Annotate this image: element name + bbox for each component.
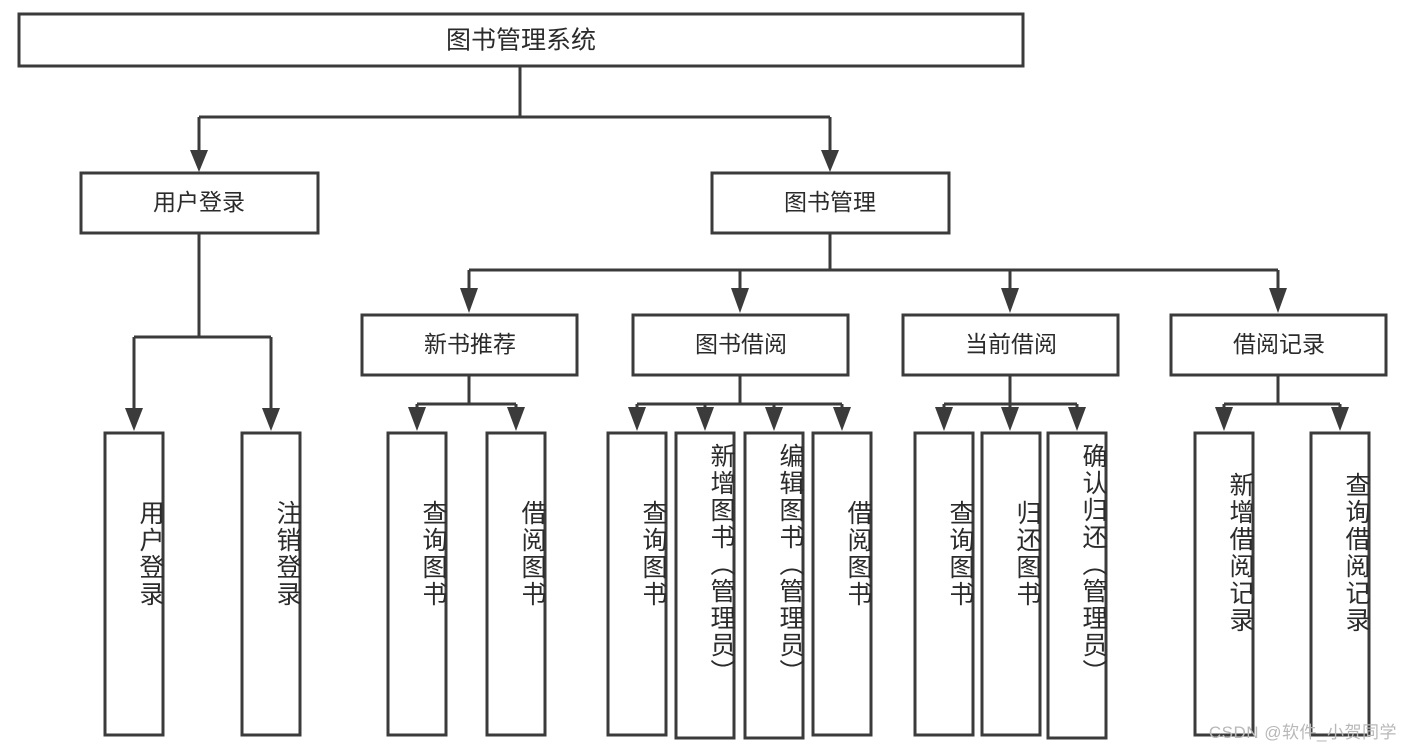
- leaf-box-query-book-3[interactable]: [913, 431, 975, 737]
- arrowhead-to-user-login: [190, 150, 208, 172]
- node-book-manage-label: 图书管理: [784, 189, 876, 215]
- leaf-box-return-book[interactable]: [980, 431, 1042, 737]
- connector-current-borrow-to-leaves: [935, 376, 1086, 431]
- node-book-manage[interactable]: 图书管理: [710, 171, 951, 235]
- arrowhead-leaf-confirm-return: [1068, 407, 1086, 431]
- node-user-login-label: 用户登录: [153, 189, 245, 215]
- connector-new-book-to-leaves: [408, 376, 525, 431]
- node-book-borrow-box: [631, 313, 850, 377]
- node-book-borrow[interactable]: 图书借阅: [631, 313, 850, 377]
- arrowhead-leaf-query-record: [1331, 407, 1349, 431]
- connector-user-login-to-leaves: [125, 234, 280, 431]
- arrowhead-to-current-borrow: [1001, 288, 1019, 313]
- arrowhead-leaf-user-login: [125, 408, 143, 431]
- arrowhead-leaf-borrow-book-2: [833, 407, 851, 431]
- arrowhead-to-new-book: [460, 288, 478, 313]
- connector-book-manage-to-level3: [460, 234, 1287, 313]
- node-borrow-record-label: 借阅记录: [1233, 331, 1325, 357]
- arrowhead-leaf-add-record: [1215, 407, 1233, 431]
- node-book-manage-box: [710, 171, 951, 235]
- node-new-book-recommend-box: [360, 313, 579, 377]
- connector-root-to-level2: [190, 66, 839, 172]
- leaf-box-user-login[interactable]: [103, 431, 165, 737]
- node-root-system-label: 图书管理系统: [446, 27, 596, 55]
- arrowhead-leaf-add-book: [696, 407, 714, 431]
- node-current-borrow-box: [901, 313, 1120, 377]
- node-user-login[interactable]: 用户登录: [79, 171, 320, 235]
- node-root-system-box: [17, 12, 1025, 68]
- node-borrow-record[interactable]: 借阅记录: [1169, 313, 1388, 377]
- node-new-book-recommend-label: 新书推荐: [424, 331, 516, 357]
- leaf-box-logout[interactable]: [240, 431, 302, 737]
- leaf-box-query-book-1[interactable]: [386, 431, 448, 737]
- node-user-login-box: [79, 171, 320, 235]
- arrowhead-to-book-manage: [821, 150, 839, 172]
- leaf-box-query-book-2[interactable]: [606, 431, 668, 737]
- arrowhead-to-borrow-record: [1269, 288, 1287, 313]
- leaf-box-borrow-book-1[interactable]: [485, 431, 547, 737]
- leaf-box-borrow-book-2[interactable]: [811, 431, 873, 737]
- node-current-borrow[interactable]: 当前借阅: [901, 313, 1120, 377]
- node-current-borrow-label: 当前借阅: [965, 331, 1057, 357]
- node-book-borrow-label: 图书借阅: [695, 331, 787, 357]
- node-new-book-recommend[interactable]: 新书推荐: [360, 313, 579, 377]
- arrowhead-leaf-logout: [262, 408, 280, 431]
- arrowhead-leaf-query-book-3: [935, 407, 953, 431]
- leaf-box-add-record[interactable]: [1193, 431, 1255, 737]
- connector-borrow-record-to-leaves: [1215, 376, 1349, 431]
- node-root-system[interactable]: 图书管理系统: [17, 12, 1025, 68]
- arrowhead-leaf-borrow-book-1: [507, 407, 525, 431]
- arrowhead-leaf-query-book-2: [628, 407, 646, 431]
- arrowhead-leaf-query-book-1: [408, 407, 426, 431]
- node-borrow-record-box: [1169, 313, 1388, 377]
- arrowhead-leaf-edit-book: [765, 407, 783, 431]
- arrowhead-to-book-borrow: [731, 288, 749, 313]
- connector-book-borrow-to-leaves: [628, 376, 851, 431]
- watermark: CSDN @软件_小贺同学: [1208, 723, 1397, 742]
- leaf-box-add-book[interactable]: [674, 431, 736, 740]
- leaf-box-edit-book[interactable]: [743, 431, 805, 740]
- arrowhead-leaf-return-book: [1001, 407, 1019, 431]
- leaf-box-query-record[interactable]: [1309, 431, 1371, 737]
- leaf-box-confirm-return[interactable]: [1046, 431, 1108, 740]
